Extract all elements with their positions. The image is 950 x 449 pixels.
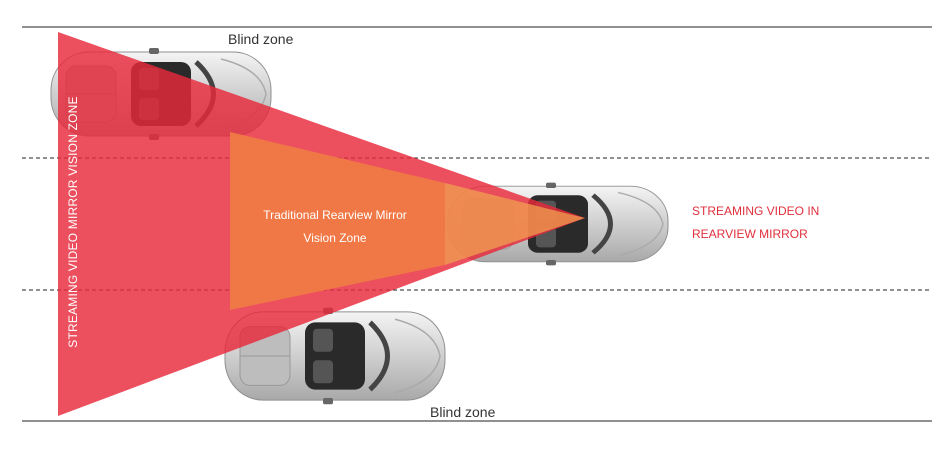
traditional-zone-line1: Traditional Rearview Mirror	[263, 208, 407, 222]
traditional-vision-zone	[230, 132, 445, 310]
blind-zone-label-bottom: Blind zone	[430, 404, 496, 420]
traditional-zone-line2: Vision Zone	[303, 231, 367, 245]
blind-zone-label-top: Blind zone	[228, 31, 294, 47]
streaming-video-line2: REARVIEW MIRROR	[692, 227, 808, 241]
streaming-video-line1: STREAMING VIDEO IN	[692, 204, 820, 218]
streaming-zone-vertical-label: STREAMING VIDEO MIRROR VISION ZONE	[66, 96, 80, 348]
mirror-beam-tip	[445, 183, 585, 265]
streaming-video-label: STREAMING VIDEO IN REARVIEW MIRROR	[692, 200, 819, 246]
traditional-zone-label: Traditional Rearview Mirror Vision Zone	[230, 204, 440, 250]
